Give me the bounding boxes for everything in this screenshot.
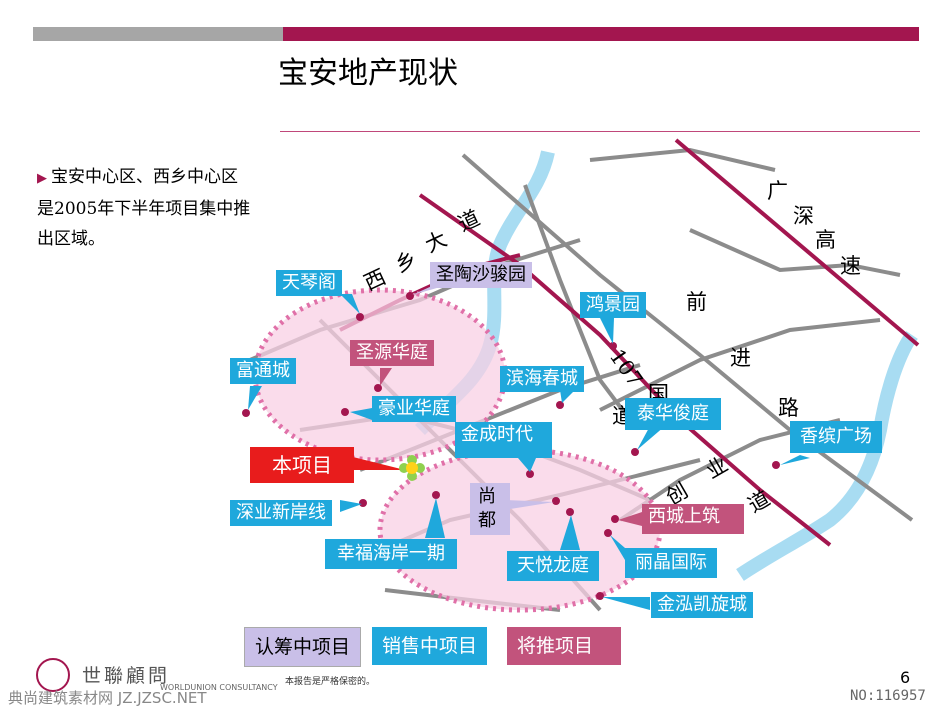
dot-hongjing [609,342,617,350]
title-divider [280,131,920,132]
pointer-hongjing [600,318,614,344]
label-hongjing: 鸿景园 [580,292,646,318]
pointer-shengtao [412,286,444,295]
road-gray-4 [689,228,901,277]
road-label-guangshen-1: 广 [767,179,788,203]
pointer-tianqin [340,294,360,314]
label-xicheng: 西城上筑 [642,504,744,534]
road-gray-3 [523,184,632,422]
bullet-text: 宝安中心区、西乡中心区是2005年下半年项目集中推出区域。 [37,167,251,249]
company-subtitle: WORLDUNION CONSULTANCY [160,683,278,692]
dot-jinhong [596,592,604,600]
pointer-shengyuan [380,368,392,386]
dot-shenye [359,499,367,507]
legend-selling: 销售中项目 [372,627,488,665]
road-107 [418,193,832,547]
pointer-binhai [560,390,575,403]
pointer-futong [248,386,262,410]
pointer-jincheng [518,458,536,472]
label-binhai: 滨海春城 [500,366,584,392]
dot-shangdu [552,497,560,505]
legend-upcoming: 将推项目 [507,627,621,665]
dot-haoye [341,408,349,416]
company-name: 世聯顧問 [82,665,171,687]
road-label-qianjin-2: 进 [730,346,751,370]
road-label-qianjin-3: 路 [778,396,799,420]
highlight-zone-south [377,447,663,613]
legend-subscribing: 认筹中项目 [244,627,362,667]
header-bar-gray [33,27,283,41]
dot-xiangbin [772,461,780,469]
pointer-shenye [340,500,362,512]
label-shengtao: 圣陶沙骏园 [430,262,532,288]
pointer-this-project [345,455,405,470]
confidential-note: 本报告是严格保密的。 [285,677,376,687]
label-taihua: 泰华俊庭 [625,398,721,430]
pointer-haoye [350,408,372,420]
company-logo [36,658,70,692]
dot-tianyue [566,508,574,516]
pointer-tianyue [560,515,580,550]
dot-xingfu [432,491,440,499]
dot-shengyuan [374,384,382,392]
label-lijing: 丽晶国际 [625,548,717,578]
flower-icon [399,455,425,481]
label-tianyue: 天悦龙庭 [507,551,599,581]
pointer-lijing [610,535,625,560]
label-tianqin: 天琴阁 [276,270,342,296]
pointer-xiangbin [780,455,810,465]
dot-shengtao [406,292,414,300]
pointer-taihua [637,426,665,450]
page-title: 宝安地产现状 [278,56,458,91]
pointer-xicheng [618,512,642,526]
label-this-project: 本项目 [250,447,354,483]
label-xiangbin: 香缤广场 [790,421,882,453]
road-gray-1 [461,153,914,522]
label-xingfu: 幸福海岸一期 [325,539,457,569]
watermark: 典尚建筑素材网 JZ.JZSC.NET [8,689,207,707]
header-bar-red [283,27,919,41]
road-guangshen [674,138,920,347]
dot-jincheng [526,470,534,478]
image-number: NO:116957 [850,688,926,704]
pointer-shangdu [504,500,554,510]
label-shangdu: 尚都 [470,483,510,535]
road-label-guangshen-4: 速 [840,254,861,278]
dot-xicheng [611,515,619,523]
page-number: 6 [900,668,911,687]
dot-futong [242,409,250,417]
dot-tianqin [356,313,364,321]
road-gray-5 [599,318,881,412]
road-gray-2 [589,147,776,172]
label-shengyuan: 圣源华庭 [350,340,434,366]
bullet-point: ▶宝安中心区、西乡中心区是2005年下半年项目集中推出区域。 [37,162,252,254]
label-jincheng: 金成时代 [455,422,552,458]
label-jinhong: 金泓凯旋城 [651,592,753,618]
bullet-triangle-icon: ▶ [37,171,47,186]
road-label-guangshen-3: 高 [815,228,836,252]
pointer-xingfu [425,498,445,538]
road-label-qianjin-1: 前 [686,290,707,314]
label-haoye: 豪业华庭 [372,396,456,422]
label-futong: 富通城 [230,358,296,384]
pointer-jinhong [602,597,650,610]
label-shenye: 深业新岸线 [230,500,332,526]
road-label-guangshen-2: 深 [793,204,814,228]
